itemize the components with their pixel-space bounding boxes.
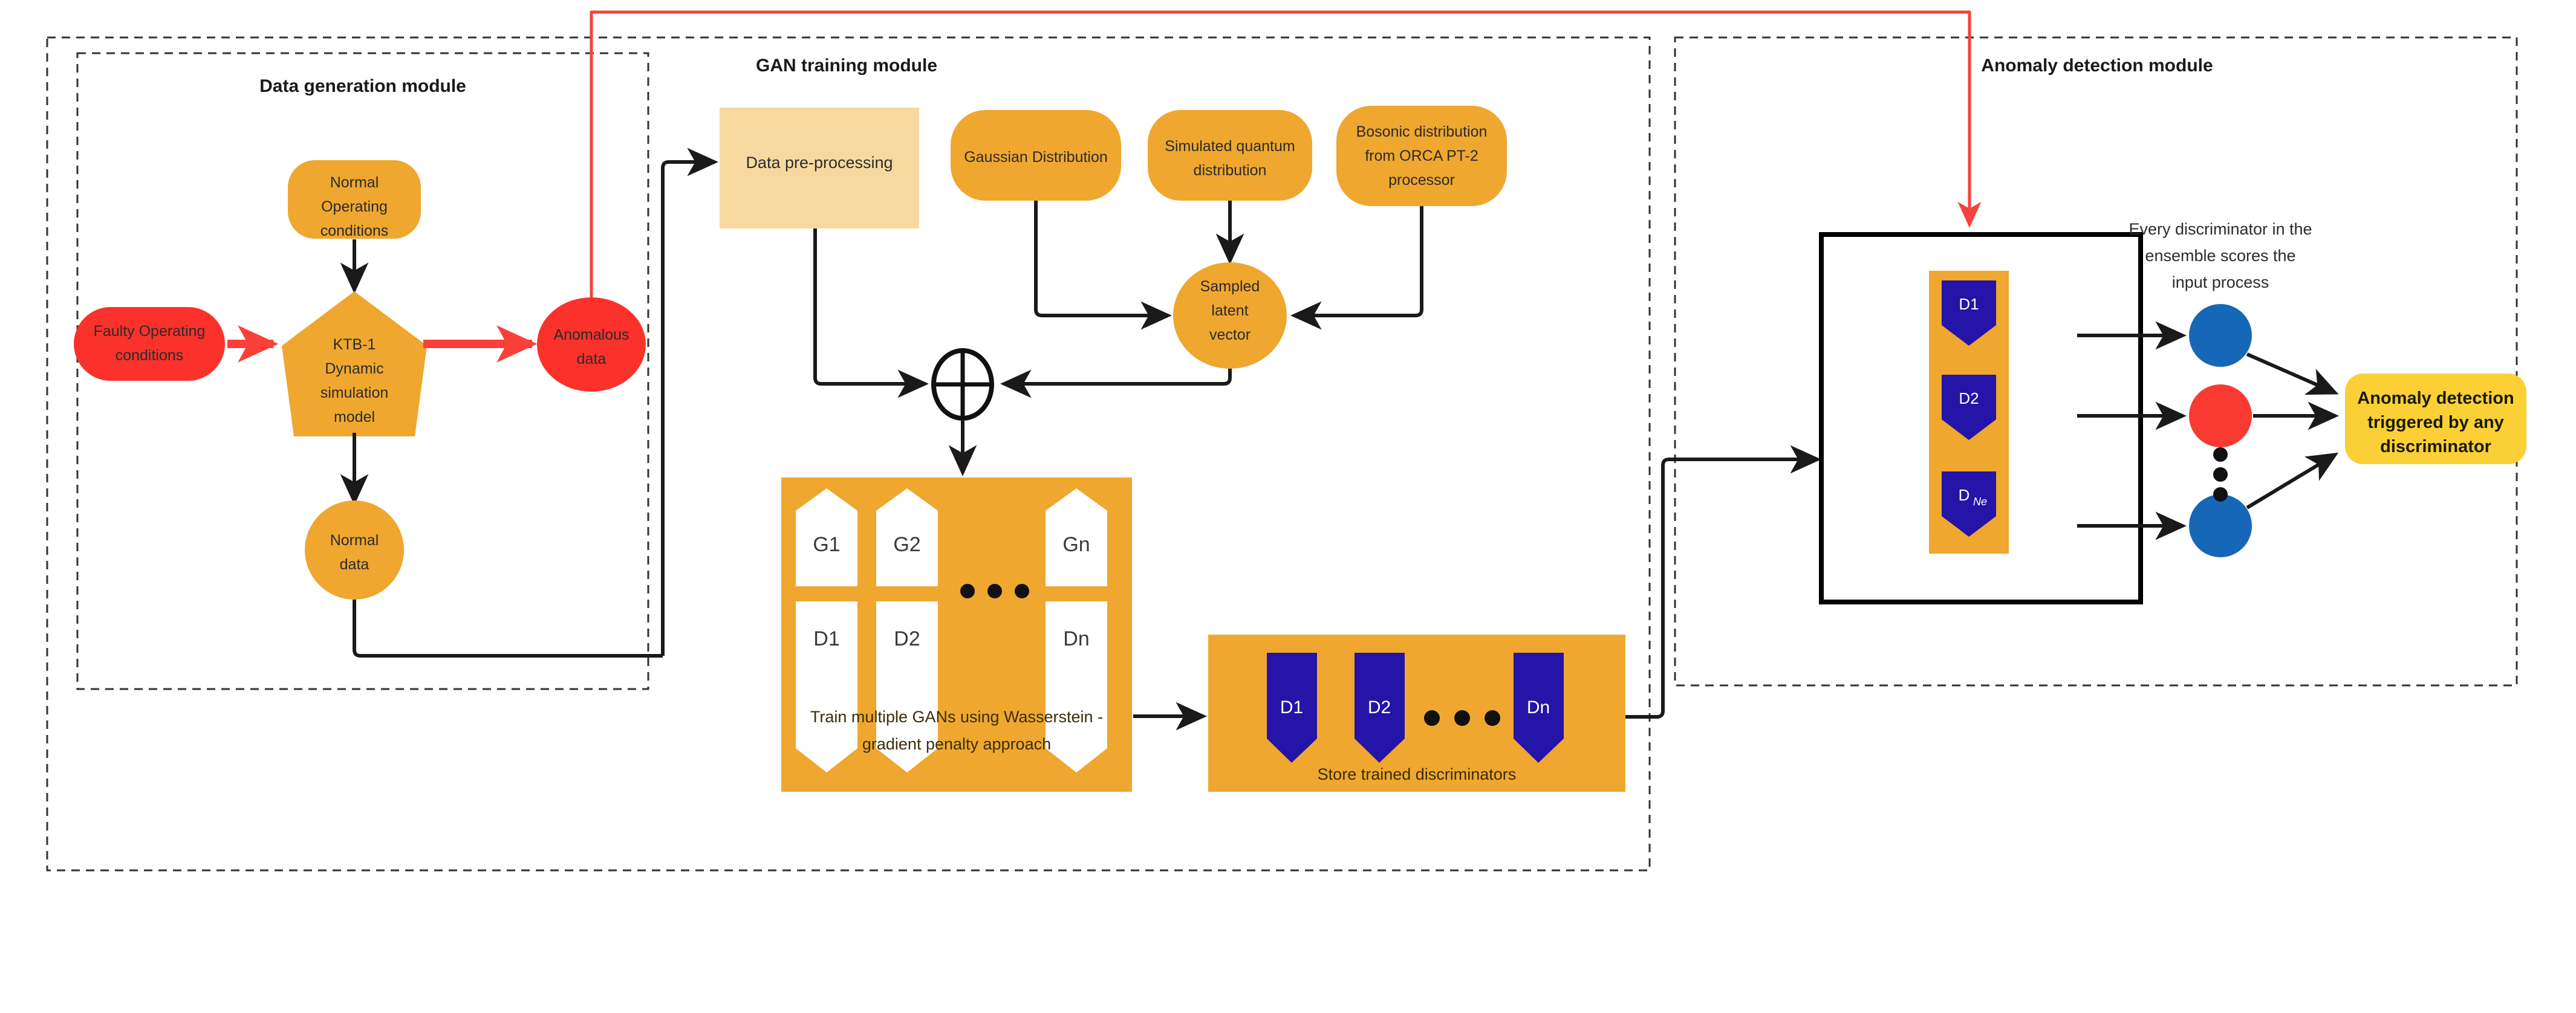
discriminator-shape-d1 xyxy=(796,601,857,772)
latent-vector-line3: vector xyxy=(1209,326,1251,343)
store-discriminator-shape-dn xyxy=(1514,653,1564,763)
arrow-latent-to-combiner xyxy=(1000,369,1232,398)
arrow-store-to-ensemble xyxy=(1625,445,1822,719)
ensemble-discriminator-shape-d1 xyxy=(1942,280,1996,346)
ensemble-discriminator-label-dne-subscript: Ne xyxy=(1973,496,1987,508)
latent-vector-line1: Sampled xyxy=(1200,278,1260,295)
ensemble-discriminator-label-dne: D xyxy=(1959,486,1970,504)
arrow-bosonic-to-latent xyxy=(1290,206,1423,330)
path-normal-data-to-preprocessing xyxy=(353,600,663,658)
bosonic-line2: from ORCA PT-2 xyxy=(1365,147,1478,164)
store-discriminator-label-dn: Dn xyxy=(1527,697,1550,717)
ktb1-line1: KTB-1 xyxy=(333,336,376,353)
store-block-caption: Store trained discriminators xyxy=(1318,765,1517,783)
ensemble-note-line1: Every discriminator in the xyxy=(2129,220,2312,238)
anomalous-data-line2: data xyxy=(577,351,607,367)
normal-data-node xyxy=(305,500,404,600)
ensemble-note-line3: input process xyxy=(2172,273,2269,291)
store-discriminator-shape-d1 xyxy=(1267,653,1317,763)
store-discriminator-label-d2: D2 xyxy=(1368,697,1391,717)
score-node-3 xyxy=(2189,494,2252,557)
gaussian-distribution-label: Gaussian Distribution xyxy=(964,149,1108,166)
generator-shape-gn xyxy=(1046,488,1107,586)
bosonic-distribution-node xyxy=(1336,106,1507,206)
faulty-operating-conditions-line1: Faulty Operating xyxy=(94,323,206,340)
bosonic-line3: processor xyxy=(1388,172,1455,189)
faulty-operating-conditions-node xyxy=(74,307,225,381)
data-preprocessing-label: Data pre-processing xyxy=(746,154,893,172)
anomalous-data-feedback-line xyxy=(590,10,1982,302)
gan-block-ellipsis-dot-3 xyxy=(1015,584,1029,598)
normal-operating-conditions-line2: Operating xyxy=(321,198,388,215)
store-discriminator-shape-d2 xyxy=(1355,653,1405,763)
score-nodes-ellipsis-dot-1 xyxy=(2213,447,2228,462)
discriminator-label-d1: D1 xyxy=(813,627,839,650)
latent-vector-line2: latent xyxy=(1211,302,1248,319)
ktb1-line4: model xyxy=(334,409,375,426)
ensemble-discriminator-label-d1: D1 xyxy=(1959,295,1979,313)
generator-label-gn: Gn xyxy=(1062,533,1090,556)
data-generation-module-title: Data generation module xyxy=(259,76,466,96)
bosonic-line1: Bosonic distribution xyxy=(1356,123,1488,140)
gaussian-distribution-node xyxy=(951,110,1121,201)
sampled-latent-vector-node xyxy=(1173,262,1287,369)
anomalous-data-node xyxy=(537,297,646,392)
path-preprocessing-feed xyxy=(661,147,719,656)
anomaly-alert-line3: discriminator xyxy=(2380,437,2491,456)
ktb1-simulation-model-node xyxy=(282,291,427,436)
ensemble-discriminator-shape-d2 xyxy=(1942,375,1996,440)
discriminator-shape-d2 xyxy=(876,601,938,772)
normal-operating-conditions-line3: conditions xyxy=(320,222,389,239)
score-nodes-ellipsis-dot-2 xyxy=(2213,467,2228,482)
store-discriminator-label-d1: D1 xyxy=(1280,697,1303,717)
discriminator-label-d2: D2 xyxy=(894,627,920,650)
anomaly-alert-line1: Anomaly detection xyxy=(2357,389,2514,408)
arrow-gaussian-to-latent xyxy=(1034,201,1173,330)
generator-shape-g2 xyxy=(876,488,938,586)
simulated-quantum-line1: Simulated quantum xyxy=(1165,138,1295,155)
discriminator-ensemble-box xyxy=(1819,232,2143,604)
score-node-1 xyxy=(2189,304,2252,367)
ensemble-discriminator-label-d2: D2 xyxy=(1959,389,1979,407)
normal-operating-conditions-node xyxy=(288,160,421,239)
data-preprocessing-node xyxy=(720,108,919,228)
anomaly-alert-line2: triggered by any xyxy=(2367,413,2504,432)
ktb1-line3: simulation xyxy=(320,384,389,401)
simulated-quantum-node xyxy=(1148,110,1312,201)
anomaly-detection-module-title: Anomaly detection module xyxy=(1981,56,2213,76)
store-block-ellipsis-dot-2 xyxy=(1454,710,1470,726)
simulated-quantum-line2: distribution xyxy=(1194,162,1267,179)
train-caption-line2: gradient penalty approach xyxy=(862,735,1051,753)
gan-block-ellipsis-dot-2 xyxy=(987,584,1002,598)
ensemble-discriminator-shape-dne xyxy=(1942,471,1996,537)
arrow-preprocessing-to-combiner xyxy=(813,228,929,398)
outer-left-dashed-container xyxy=(46,36,1651,872)
anomaly-detection-dashed-box xyxy=(1674,36,2518,687)
generator-label-g2: G2 xyxy=(893,533,920,556)
discriminator-shape-dn xyxy=(1046,601,1107,772)
data-generation-dashed-box xyxy=(76,52,649,690)
store-block-ellipsis-dot-1 xyxy=(1424,710,1440,726)
score-node-2 xyxy=(2189,384,2252,447)
normal-operating-conditions-line1: Normal xyxy=(330,174,379,191)
faulty-operating-conditions-line2: conditions xyxy=(115,347,184,364)
score-nodes-ellipsis-dot-3 xyxy=(2213,487,2228,502)
normal-data-line2: data xyxy=(340,556,369,573)
train-caption-line1: Train multiple GANs using Wasserstein - xyxy=(810,708,1103,726)
store-block-ellipsis-dot-3 xyxy=(1485,710,1500,726)
generator-shape-g1 xyxy=(796,488,857,586)
discriminator-label-dn: Dn xyxy=(1063,627,1089,650)
normal-data-line1: Normal xyxy=(330,532,379,549)
anomalous-data-line1: Anomalous xyxy=(553,326,629,343)
arrow-score-node-1-to-alert xyxy=(2246,352,2339,395)
anomaly-alert-badge xyxy=(2345,374,2526,464)
ensemble-note-line2: ensemble scores the xyxy=(2145,247,2295,265)
ktb1-line2: Dynamic xyxy=(325,360,383,377)
gan-block-ellipsis-dot-1 xyxy=(960,584,975,598)
arrow-score-node-3-to-alert xyxy=(2246,452,2339,510)
gan-training-module-title: GAN training module xyxy=(756,56,937,76)
generator-label-g1: G1 xyxy=(813,533,840,556)
